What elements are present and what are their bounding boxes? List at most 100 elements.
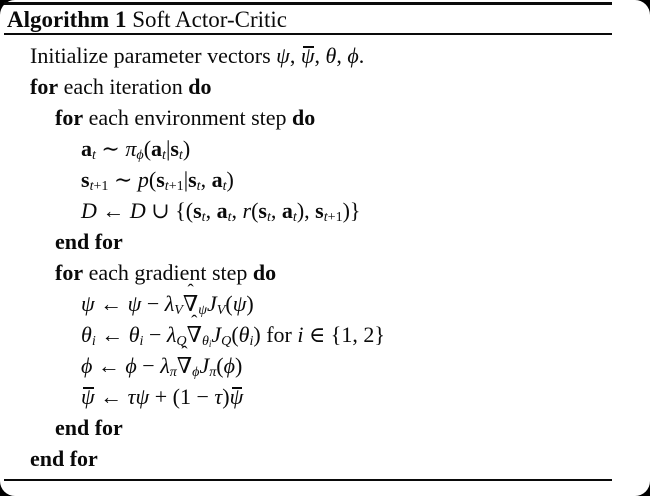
token: t	[164, 178, 169, 195]
algorithm-line: end for	[0, 412, 650, 443]
token: π	[209, 364, 217, 381]
algorithm-name: Soft Actor-Critic	[126, 7, 287, 32]
token: τ	[214, 384, 223, 409]
token: +1	[93, 178, 109, 195]
algorithm-number: Algorithm 1	[7, 7, 127, 32]
algorithm-line: θi ← θi − λQ∇θiJQ(θi) for i ∈ {1, 2}	[0, 319, 650, 350]
token: π	[125, 136, 137, 161]
token: ,	[200, 167, 212, 192]
token: ,	[336, 43, 348, 68]
token: ∼	[95, 136, 126, 161]
keyword: end for	[55, 415, 123, 440]
token: ψ	[198, 302, 208, 319]
token: ϕ	[136, 147, 144, 164]
subscript: Q	[176, 333, 186, 349]
bottom-rule	[4, 479, 612, 481]
token: .	[358, 43, 365, 68]
token: (	[225, 291, 233, 316]
algorithm-line: D ← D ∪ {(st, at, r(st, at), st+1)}	[0, 195, 650, 226]
keyword: do	[252, 260, 277, 285]
algorithm-line: Initialize parameter vectors ψ, ψ, θ, ϕ.	[0, 40, 650, 71]
token: −	[136, 353, 161, 378]
token: r	[242, 198, 252, 223]
token: ,	[314, 43, 326, 68]
token: π	[169, 364, 177, 381]
keyword: for	[55, 260, 84, 285]
token: each environment step	[83, 105, 293, 130]
token: +1	[168, 178, 184, 195]
subscript: i	[209, 339, 212, 349]
subscript: t	[293, 209, 297, 225]
algorithm-line: at ∼ πϕ(at|st)	[0, 133, 650, 164]
token: ←	[92, 353, 126, 378]
token: ,	[205, 198, 217, 223]
subscript: ϕ	[136, 147, 143, 163]
token: s	[156, 167, 165, 192]
subscript: ϕ	[192, 364, 199, 380]
keyword: end for	[30, 446, 98, 471]
token: ψ	[81, 291, 95, 316]
token: t	[201, 209, 206, 226]
token: p	[137, 167, 149, 192]
keyword: for	[30, 74, 59, 99]
token: τ	[127, 384, 136, 409]
token: )}	[342, 198, 361, 223]
algorithm-body: Initialize parameter vectors ψ, ψ, θ, ϕ.…	[0, 40, 650, 474]
token: Initialize parameter vectors	[30, 43, 277, 68]
token: ψ	[135, 384, 150, 409]
token: ϕ	[81, 353, 93, 378]
token: ,	[270, 198, 282, 223]
token: ,	[231, 198, 243, 223]
algorithm-line: end for	[0, 226, 650, 257]
token: i	[91, 333, 96, 350]
token: + (1 −	[149, 384, 215, 409]
token: s	[193, 198, 202, 223]
keyword: for	[55, 105, 84, 130]
token: λ	[164, 291, 175, 316]
subscript: t	[267, 209, 271, 225]
token: s	[81, 167, 90, 192]
token: ϕ	[192, 364, 200, 381]
token: (	[231, 322, 239, 347]
subscript: π	[170, 364, 177, 380]
nabla-hat-symbol: ∇	[177, 355, 192, 377]
subscript: V	[174, 302, 183, 318]
token: i	[249, 333, 254, 350]
overlined-symbol: ψ	[81, 384, 95, 409]
algorithm-line: ϕ ← ϕ − λπ∇ϕJπ(ϕ)	[0, 350, 650, 381]
token: ) for	[253, 322, 298, 347]
token: θ	[81, 322, 92, 347]
algorithm-line: for each iteration do	[0, 71, 650, 102]
token: a	[211, 167, 223, 192]
token: each gradient step	[83, 260, 253, 285]
token: )	[246, 291, 254, 316]
token: −	[143, 322, 167, 347]
token: J	[207, 291, 217, 316]
token: (	[148, 167, 157, 192]
subscript: t	[202, 209, 206, 225]
token: Q	[176, 333, 187, 350]
subscript: t	[179, 147, 183, 163]
nabla-hat-symbol: ∇	[183, 293, 198, 315]
token: a	[81, 136, 92, 161]
subscript: Q	[221, 333, 231, 349]
token: (	[143, 136, 152, 161]
token: D	[129, 198, 146, 223]
token: V	[174, 302, 183, 319]
subscript: t	[197, 178, 201, 194]
token: ϕ	[347, 43, 359, 68]
token: t	[292, 209, 297, 226]
token: θ	[201, 333, 209, 350]
overlined-symbol: ψ	[229, 384, 244, 409]
token: ψ	[276, 43, 290, 68]
token: |	[165, 136, 171, 161]
algorithm-line: for each environment step do	[0, 102, 650, 133]
subscript: t	[92, 147, 96, 163]
algorithm-line: st+1 ∼ p(st+1|st, at)	[0, 164, 650, 195]
subscript: ψ	[198, 302, 207, 318]
token: θ	[128, 322, 140, 347]
token: ψ	[232, 291, 247, 316]
token: |	[183, 167, 189, 192]
